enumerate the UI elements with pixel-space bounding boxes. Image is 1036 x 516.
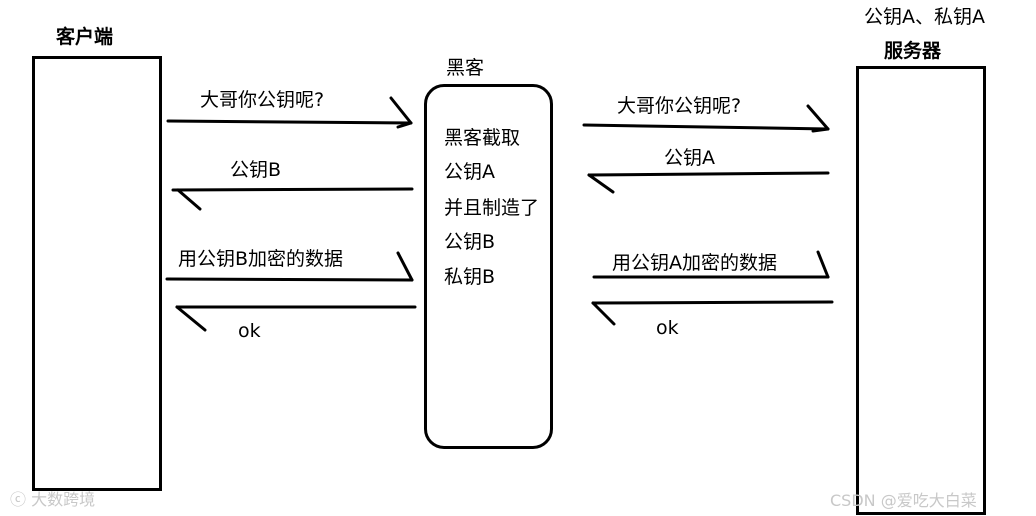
hacker-line-4: 公钥B bbox=[444, 231, 496, 253]
hacker-line-2: 公钥A bbox=[444, 161, 495, 183]
hacker-title: 黑客 bbox=[446, 57, 485, 79]
label-server-to-hacker-key: 公钥A bbox=[664, 147, 715, 169]
hacker-line-3: 并且制造了 bbox=[444, 197, 540, 219]
arrow-hacker-to-server-request bbox=[582, 104, 830, 133]
arrow-client-to-hacker-request bbox=[166, 96, 413, 129]
hacker-line-1: 黑客截取 bbox=[444, 127, 521, 149]
watermark-left-text: 大数跨境 bbox=[31, 490, 96, 509]
arrow-server-to-hacker-key bbox=[587, 171, 830, 194]
server-keys: 公钥A、私钥A bbox=[864, 6, 985, 28]
watermark-left: ⓒ 大数跨境 bbox=[10, 486, 95, 510]
label-hacker-to-server-data: 用公钥A加密的数据 bbox=[612, 252, 777, 274]
client-box bbox=[32, 56, 162, 491]
server-title: 服务器 bbox=[884, 40, 942, 62]
arrow-hacker-to-client-ok bbox=[175, 305, 417, 332]
label-client-to-hacker-request: 大哥你公钥呢? bbox=[200, 89, 325, 111]
label-server-to-hacker-ok: ok bbox=[656, 317, 679, 339]
arrow-hacker-to-client-key bbox=[171, 187, 414, 211]
watermark-logo-icon: ⓒ bbox=[10, 490, 27, 509]
hacker-box bbox=[424, 84, 553, 449]
label-hacker-to-client-key: 公钥B bbox=[230, 159, 282, 181]
hacker-line-5: 私钥B bbox=[444, 266, 496, 288]
label-hacker-to-server-request: 大哥你公钥呢? bbox=[617, 95, 742, 117]
arrow-hacker-to-server-data bbox=[592, 250, 830, 279]
label-hacker-to-client-ok: ok bbox=[238, 320, 261, 342]
label-client-to-hacker-data: 用公钥B加密的数据 bbox=[178, 248, 344, 270]
arrow-client-to-hacker-data bbox=[165, 251, 414, 282]
watermark-right: CSDN @爱吃大白菜 bbox=[830, 491, 977, 510]
client-title: 客户端 bbox=[56, 26, 114, 48]
server-box bbox=[856, 66, 986, 515]
arrow-server-to-hacker-ok bbox=[591, 300, 834, 326]
